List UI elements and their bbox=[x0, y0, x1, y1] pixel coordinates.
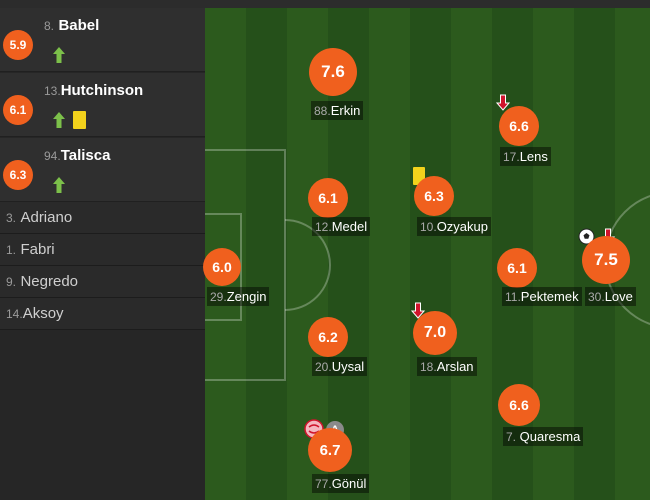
player-number: 9. bbox=[6, 275, 17, 289]
player-number: 8. bbox=[44, 19, 55, 33]
player-name: Adriano bbox=[20, 209, 73, 226]
player-label-arslan[interactable]: 18.Arslan bbox=[417, 357, 477, 376]
player-number: 14. bbox=[6, 307, 23, 321]
bench-row-aksoy[interactable]: 14.Aksoy bbox=[0, 298, 205, 330]
player-rating: 6.3 bbox=[3, 160, 33, 190]
player-rating[interactable]: 7.6 bbox=[309, 48, 357, 96]
player-rating: 6.1 bbox=[3, 95, 33, 125]
substitute-row-hutchinson[interactable]: 6.1 13.Hutchinson bbox=[0, 73, 205, 137]
player-number: 94. bbox=[44, 149, 61, 163]
sub-in-arrow-icon bbox=[53, 47, 65, 63]
player-label-love[interactable]: 30.Love bbox=[585, 287, 636, 306]
player-name: Babel bbox=[58, 17, 100, 34]
player-name: Talisca bbox=[60, 147, 111, 164]
player-label-quaresma[interactable]: 7. Quaresma bbox=[503, 427, 584, 446]
player-label-medel[interactable]: 12.Medel bbox=[312, 217, 371, 236]
player-rating[interactable]: 6.1 bbox=[308, 178, 348, 218]
bench-row-fabri[interactable]: 1. Fabri bbox=[0, 234, 205, 266]
player-label-gonul[interactable]: 77.Gönül bbox=[312, 474, 370, 493]
substitutes-panel: 5.9 8. Babel 6.1 13.Hutchinson 6.3 94.Ta… bbox=[0, 8, 205, 500]
sub-in-arrow-icon bbox=[53, 112, 65, 128]
top-bar bbox=[0, 0, 650, 8]
sub-out-arrow-icon bbox=[496, 94, 510, 111]
yellow-card-icon bbox=[73, 111, 86, 129]
player-label-pektemek[interactable]: 11.Pektemek bbox=[502, 287, 582, 306]
player-rating[interactable]: 7.0 bbox=[413, 311, 457, 355]
player-name: Aksoy bbox=[22, 305, 64, 322]
player-rating[interactable]: 6.6 bbox=[499, 106, 539, 146]
player-label-zengin[interactable]: 29.Zengin bbox=[207, 287, 270, 306]
player-rating[interactable]: 7.5 bbox=[582, 236, 630, 284]
player-name: Hutchinson bbox=[60, 82, 144, 99]
player-label-ozyakup[interactable]: 10.Ozyakup bbox=[417, 217, 491, 236]
player-rating[interactable]: 6.2 bbox=[308, 317, 348, 357]
player-number: 13. bbox=[44, 84, 61, 98]
player-rating[interactable]: 6.6 bbox=[498, 384, 540, 426]
player-rating: 5.9 bbox=[3, 30, 33, 60]
player-name: Fabri bbox=[20, 241, 55, 258]
player-rating[interactable]: 6.7 bbox=[308, 428, 352, 472]
player-number: 1. bbox=[6, 243, 17, 257]
player-label-erkin[interactable]: 88.Erkin bbox=[311, 101, 364, 120]
pitch bbox=[205, 8, 650, 500]
substitute-row-babel[interactable]: 5.9 8. Babel bbox=[0, 8, 205, 72]
player-label-lens[interactable]: 17.Lens bbox=[500, 147, 551, 166]
bench-row-adriano[interactable]: 3. Adriano bbox=[0, 202, 205, 234]
bench-row-negredo[interactable]: 9. Negredo bbox=[0, 266, 205, 298]
player-rating[interactable]: 6.1 bbox=[497, 248, 537, 288]
player-number: 3. bbox=[6, 211, 17, 225]
sub-in-arrow-icon bbox=[53, 177, 65, 193]
player-rating[interactable]: 6.3 bbox=[414, 176, 454, 216]
player-name: Negredo bbox=[20, 273, 79, 290]
player-rating[interactable]: 6.0 bbox=[203, 248, 241, 286]
substitute-row-talisca[interactable]: 6.3 94.Talisca bbox=[0, 138, 205, 202]
player-label-uysal[interactable]: 20.Uysal bbox=[312, 357, 368, 376]
